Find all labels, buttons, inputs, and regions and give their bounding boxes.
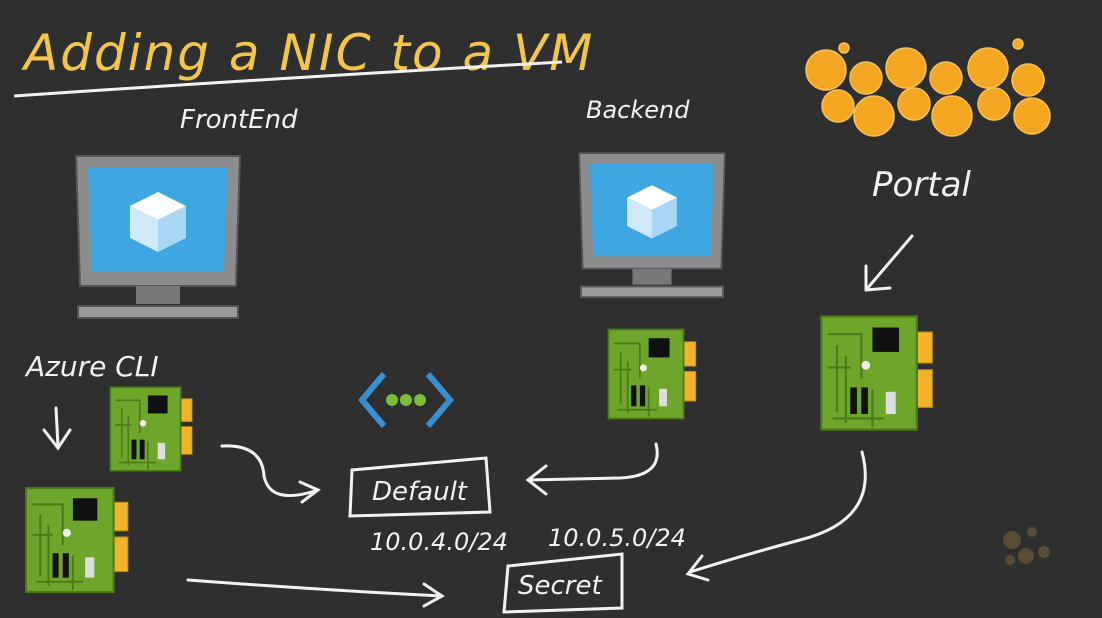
default-subnet-box (348, 456, 492, 518)
frontend-nic-to-default-arrow (220, 444, 321, 504)
portal-dots-icon (805, 38, 1051, 137)
secret-subnet-label: Secret (518, 571, 602, 601)
frontend-label: FrontEnd (180, 105, 298, 135)
secret-subnet-cidr: 10.0.5.0/24 (548, 524, 686, 552)
title-underline (13, 60, 563, 98)
nic-card-icon (820, 315, 934, 431)
secret-subnet-box (502, 552, 624, 614)
portal-label: Portal (872, 165, 971, 205)
azure-cli-label: Azure CLI (24, 350, 159, 383)
cli-nic-to-secret-arrow (186, 578, 445, 608)
portal-nic-to-secret-arrow (685, 450, 867, 582)
frontend-vm-icon (75, 155, 241, 319)
default-subnet-label: Default (372, 477, 468, 507)
virtual-network-icon (358, 372, 454, 428)
nic-card-icon (607, 328, 697, 420)
backend-label: Backend (586, 96, 690, 124)
backend-vm-icon (578, 152, 726, 299)
nic-card-icon (109, 386, 193, 472)
watermark-dots-icon (1003, 527, 1050, 565)
nic-card-icon (25, 487, 129, 593)
page-title: Adding a NIC to a VM (21, 24, 594, 82)
backend-nic-to-default-arrow (525, 442, 659, 496)
default-subnet-cidr: 10.0.4.0/24 (370, 528, 508, 556)
cli-arrow (42, 406, 72, 451)
portal-arrow (864, 234, 914, 292)
